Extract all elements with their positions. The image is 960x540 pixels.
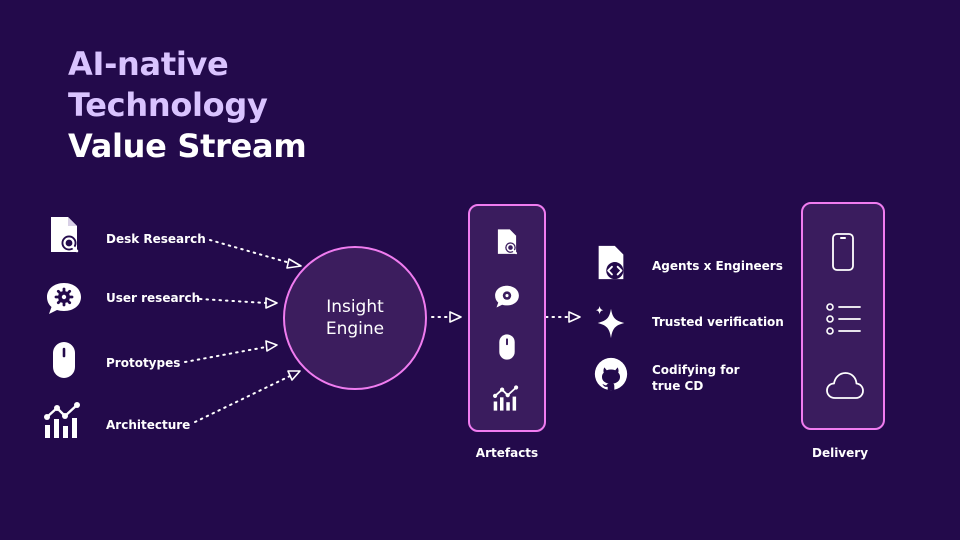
cloud-icon xyxy=(825,370,865,402)
input-label-user-research: User research xyxy=(106,291,201,305)
sparkle-icon xyxy=(592,303,630,341)
artefacts-panel xyxy=(468,204,546,432)
connector-architecture xyxy=(194,375,291,423)
input-label-architecture: Architecture xyxy=(106,418,191,432)
code-document-icon xyxy=(592,244,630,282)
arrowhead-prototypes xyxy=(265,340,278,352)
delivery-panel xyxy=(801,202,885,430)
artefacts-caption: Artefacts xyxy=(475,446,539,460)
input-label-desk-research: Desk Research xyxy=(106,232,206,246)
artefact-bar-chart-icon xyxy=(493,384,521,412)
artefact-mouse-icon xyxy=(493,333,521,361)
chat-gear-icon xyxy=(44,279,84,319)
mouse-icon xyxy=(44,340,84,380)
connector-prototypes xyxy=(184,346,267,363)
slide-title: AI-native Technology Value Stream xyxy=(68,44,307,167)
document-search-icon xyxy=(44,215,84,255)
insight-engine-node: Insight Engine xyxy=(283,246,427,390)
phone-icon xyxy=(829,232,857,272)
title-line-2: Technology xyxy=(68,86,268,124)
input-label-prototypes: Prototypes xyxy=(106,356,181,370)
capability-label-agents-engineers: Agents x Engineers xyxy=(652,259,783,273)
connector-user-research xyxy=(199,298,267,304)
arrowhead-architecture xyxy=(287,370,301,381)
arrowhead-user-research xyxy=(265,297,278,309)
title-line-3: Value Stream xyxy=(68,127,307,165)
artefact-chat-gear-icon xyxy=(493,283,521,311)
connector-desk-research xyxy=(209,239,291,264)
list-icon xyxy=(825,301,863,337)
github-icon xyxy=(592,355,630,393)
insight-engine-label: Insight Engine xyxy=(325,297,385,339)
arrowhead-desk-research xyxy=(286,258,302,269)
arrowhead-engine-artefacts xyxy=(449,311,462,323)
artefact-document-search-icon xyxy=(493,228,521,256)
delivery-caption: Delivery xyxy=(811,446,869,460)
title-line-1: AI-native xyxy=(68,45,229,83)
arrowhead-artefacts-capabilities xyxy=(568,311,581,323)
capability-label-codifying: Codifying for true CD xyxy=(652,363,740,393)
capability-label-trusted-verification: Trusted verification xyxy=(652,315,784,329)
bar-chart-icon xyxy=(44,400,84,440)
